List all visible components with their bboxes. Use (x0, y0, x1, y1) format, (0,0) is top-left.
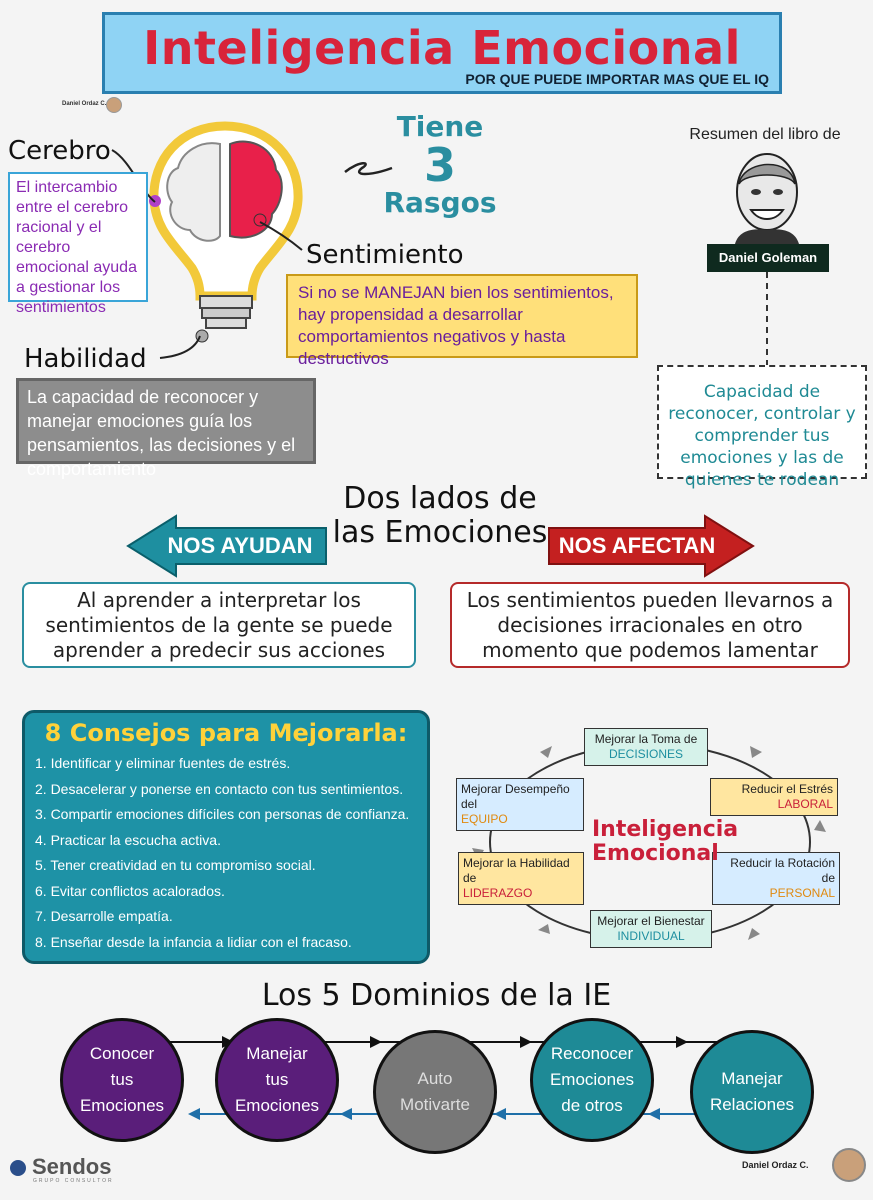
dominios-title: Los 5 Dominios de la IE (261, 978, 612, 1013)
ayudan-label: NOS AYUDAN (167, 533, 313, 558)
tip-item: 8. Enseñar desde la infancia a lidiar co… (35, 933, 352, 950)
dominio-conocer: Conocer tus Emociones (60, 1018, 184, 1142)
rasgos-line1: Tiene (396, 110, 484, 143)
rasgos-line3: Rasgos (383, 186, 497, 219)
dominio-label: Reconocer Emociones de otros (549, 1044, 635, 1115)
goleman-portrait-icon (735, 153, 799, 244)
goleman-name-badge: Daniel Goleman (707, 244, 829, 272)
credit-top: Daniel Ordaz C. (62, 101, 107, 107)
cycle-node-text: Mejorar la Habilidad de (463, 856, 570, 885)
cycle-center-label: Inteligencia Emocional (592, 817, 739, 866)
page-title: Inteligencia Emocional (143, 21, 741, 75)
footer-credit: Daniel Ordaz C. (742, 1160, 809, 1170)
cycle-node-liderazgo: Mejorar la Habilidad de LIDERAZGO (458, 852, 584, 905)
sentimiento-box: Si no se MANEJAN bien los sentimientos, … (286, 274, 638, 368)
tres-rasgos: Tiene 3 Rasgos (380, 112, 500, 218)
tip-item: 7. Desarrolle empatía. (35, 908, 173, 924)
cycle-node-text: Mejorar el Bienestar (597, 914, 705, 928)
tip-item: 3. Compartir emociones difíciles con per… (35, 806, 410, 822)
dominio-manejar: Manejar tus Emociones (215, 1018, 339, 1142)
sentimiento-label: Sentimiento (306, 240, 464, 270)
habilidad-label: Habilidad (24, 344, 147, 374)
cycle-node-text: Mejorar Desempeño del (461, 782, 570, 811)
goleman-definition-box: Capacidad de reconocer, controlar y comp… (657, 365, 867, 490)
cycle-node-highlight: LIDERAZGO (463, 886, 533, 900)
cycle-node-highlight: LABORAL (777, 797, 833, 811)
cycle-node-text: Reducir la Rotación de (730, 856, 835, 885)
dominio-label: Auto Motivarte (400, 1069, 470, 1114)
rasgos-number: 3 (423, 138, 456, 192)
afectan-box: Los sentimientos pueden llevarnos a deci… (450, 582, 850, 668)
cycle-node-text: Reducir el Estrés (741, 782, 833, 796)
tip-item: 2. Desacelerar y ponerse en contacto con… (35, 780, 404, 797)
ayudan-box: Al aprender a interpretar los sentimient… (22, 582, 416, 668)
title-banner: Inteligencia Emocional POR QUE PUEDE IMP… (102, 12, 782, 94)
cycle-node-highlight: EQUIPO (461, 812, 508, 826)
sendos-logo: Sendos (32, 1154, 112, 1179)
cerebro-box: El intercambio entre el cerebro racional… (8, 172, 148, 316)
dominio-reconocer: Reconocer Emociones de otros (530, 1018, 654, 1142)
cycle-node-equipo: Mejorar Desempeño del EQUIPO (456, 778, 584, 831)
cerebro-label: Cerebro (8, 136, 111, 166)
sendos-logo-sub: GRUPO CONSULTOR (33, 1178, 114, 1184)
dominio-relaciones: Manejar Relaciones (690, 1030, 814, 1154)
consejos-panel: 8 Consejos para Mejorarla: 1. Identifica… (22, 710, 430, 964)
resumen-label: Resumen del libro de (689, 126, 841, 143)
tip-item: 4. Practicar la escucha activa. (35, 831, 221, 848)
tip-item: 6. Evitar conflictos acalorados. (35, 882, 225, 899)
author-avatar (832, 1148, 866, 1182)
consejos-title: 8 Consejos para Mejorarla: (44, 719, 408, 747)
lightbulb-brain-icon (149, 121, 303, 343)
cycle-node-highlight: DECISIONES (608, 747, 683, 761)
cycle-node-decisiones: Mejorar la Toma de DECISIONES (584, 728, 708, 766)
cycle-node-text: Mejorar la Toma de (594, 732, 698, 746)
cycle-node-highlight: PERSONAL (769, 886, 835, 900)
sendos-logo-icon (10, 1160, 26, 1176)
dominio-label: Manejar Relaciones (709, 1069, 795, 1114)
cycle-node-highlight: INDIVIDUAL (617, 929, 685, 943)
cycle-node-personal: Reducir la Rotación de PERSONAL (712, 852, 840, 905)
habilidad-box: La capacidad de reconocer y manejar emoc… (16, 378, 316, 479)
author-avatar-small (106, 97, 122, 113)
afectan-arrow-right-icon (548, 514, 755, 578)
page-subtitle: POR QUE PUEDE IMPORTAR MAS QUE EL IQ (465, 71, 769, 87)
dos-lados-title: Dos lados de las Emociones (332, 481, 548, 550)
dominio-motivarte: Auto Motivarte (373, 1030, 497, 1154)
dominio-label: Manejar tus Emociones (234, 1044, 320, 1115)
afectan-label: NOS AFECTAN (558, 533, 716, 558)
ayudan-arrow-left-icon (126, 514, 327, 578)
dominio-label: Conocer tus Emociones (79, 1044, 165, 1115)
tip-item: 5. Tener creatividad en tu compromiso so… (35, 857, 316, 873)
cycle-node-individual: Mejorar el Bienestar INDIVIDUAL (590, 910, 712, 948)
cycle-node-laboral: Reducir el Estrés LABORAL (710, 778, 838, 816)
tip-item: 1. Identificar y eliminar fuentes de est… (35, 755, 291, 771)
